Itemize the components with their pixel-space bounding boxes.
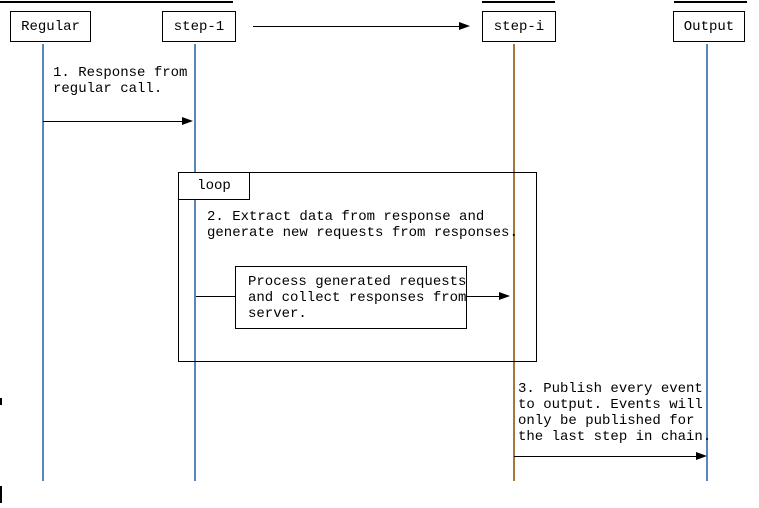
arrow-right-icon [696, 452, 707, 460]
participant-label: step-i [493, 18, 545, 35]
message-3-arrow-line [514, 456, 696, 457]
chain-arrow-line [253, 26, 459, 27]
message-line: 3. Publish every event [518, 381, 703, 397]
process-box-line: server. [248, 305, 307, 322]
message-line: to output. Events will [518, 397, 703, 413]
message-line: only be published for [518, 413, 695, 429]
left-edge-clip-mark [0, 486, 2, 503]
arrow-right-icon [459, 22, 470, 30]
message-line: 1. Response from [53, 65, 188, 81]
left-edge-clip-mark [0, 398, 2, 405]
arrow-right-icon [499, 292, 510, 300]
lifeline-output [706, 44, 708, 481]
participant-label: Regular [21, 18, 80, 35]
participant-box-step-1: step-1 [162, 11, 236, 42]
top-border-fragment [482, 1, 555, 3]
process-box-out-line [467, 296, 499, 297]
loop-frame [178, 172, 537, 362]
loop-label: loop [178, 172, 250, 200]
top-border-fragment [674, 1, 747, 3]
message-line: generate new requests from responses. [207, 225, 518, 241]
message-line: the last step in chain. [518, 429, 712, 445]
process-box-line: and collect responses from [248, 289, 467, 306]
participant-box-regular: Regular [10, 11, 91, 42]
top-border-fragment [0, 1, 233, 3]
participant-box-step-i: step-i [482, 11, 556, 42]
participant-label: Output [683, 18, 735, 35]
process-box-in-line [196, 296, 235, 297]
lifeline-step-1 [194, 44, 196, 481]
participant-box-output: Output [673, 11, 745, 42]
message-line: regular call. [53, 81, 163, 97]
process-box-line: Process generated requests [248, 273, 467, 290]
lifeline-step-i [513, 44, 515, 481]
message-1-arrow-line [43, 121, 182, 122]
loop-label-text: loop [197, 178, 231, 194]
participant-label: step-1 [173, 18, 225, 35]
arrow-right-icon [182, 117, 193, 125]
message-line: 2. Extract data from response and [207, 209, 485, 225]
lifeline-regular [42, 44, 44, 481]
